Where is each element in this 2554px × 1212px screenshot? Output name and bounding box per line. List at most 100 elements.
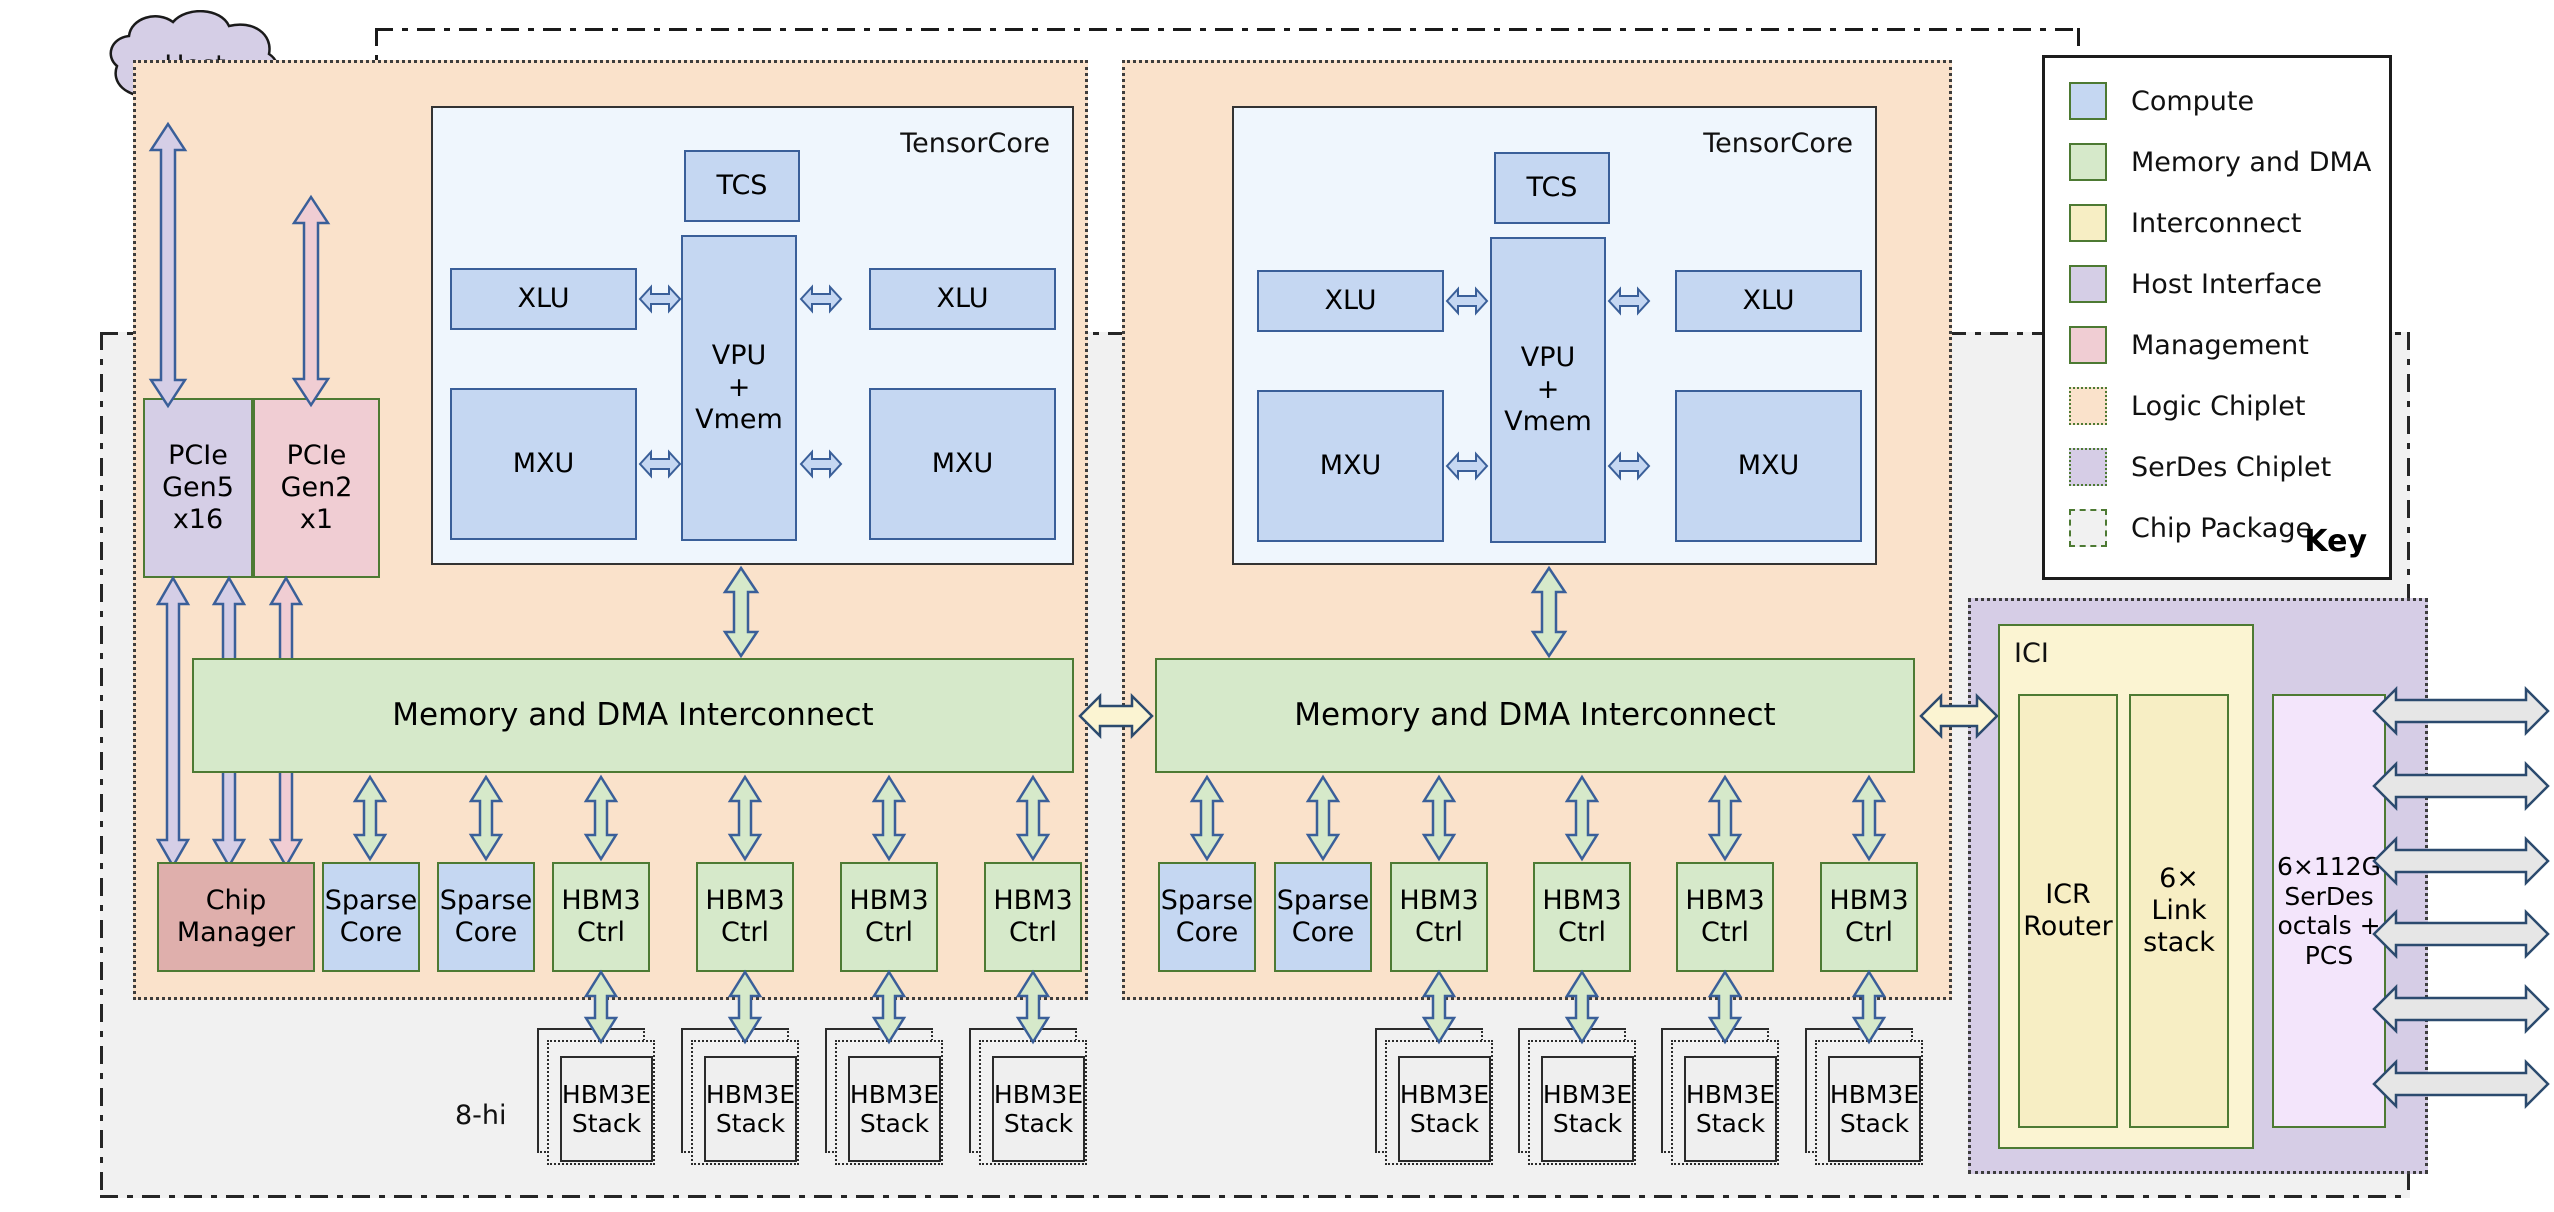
key-label-memory-and-dma: Memory and DMA [2131, 146, 2372, 178]
key-swatch-logic-chiplet [2069, 387, 2107, 425]
memory-dma-interconnect-left-label: Memory and DMA Interconnect [392, 697, 874, 734]
hbm3-ctrl-r4-line-1: HBM3 [1829, 885, 1909, 917]
hbm3-ctrl-l3-line-1: HBM3 [849, 885, 929, 917]
hbm3e-l4-line-2: Stack [1003, 1109, 1074, 1138]
arrow-interconnect-hbmctrl-r4 [1851, 774, 1887, 862]
tensorcore-left-title: TensorCore [900, 128, 1050, 159]
hbm3e-r3-line-1: HBM3E [1685, 1079, 1776, 1109]
key-label-compute: Compute [2131, 85, 2255, 117]
hbm3e-stack-group-right-2: HBM3E Stack [1518, 1028, 1646, 1173]
arrow-hbmctrl-stack-l3 [871, 969, 907, 1045]
vpu-line-3: Vmem [695, 403, 783, 435]
ici-external-link-4 [2372, 908, 2550, 960]
arrow-interconnect-hbmctrl-r3 [1707, 774, 1743, 862]
hbm3-ctrl-l4-line-1: HBM3 [993, 885, 1073, 917]
hbm3e-r4-line-2: Stack [1839, 1109, 1910, 1138]
hbm3e-stack-group-right-1: HBM3E Stack [1375, 1028, 1503, 1173]
arrow-xlu1-vpu-left [638, 281, 682, 317]
hbm3-ctrl-right-2: HBM3 Ctrl [1533, 862, 1631, 972]
arrow-pcie5-down-a [155, 575, 191, 869]
hbm3e-r1-line-1: HBM3E [1399, 1079, 1490, 1109]
icr-router-line-2: Router [2023, 911, 2113, 942]
vpu-right-line-3: Vmem [1504, 405, 1592, 437]
vpu-right-line-1: VPU [1520, 342, 1576, 374]
arrow-interconnect-sparse-r1 [1189, 774, 1225, 862]
sparse-core-r2-line-1: Sparse [1276, 885, 1370, 917]
hbm3e-l2-line-1: HBM3E [705, 1079, 796, 1109]
hbm3e-stack-group-left-1: HBM3E Stack [537, 1028, 665, 1173]
link-stack-line-2: Link [2151, 895, 2207, 927]
arrow-interconnect-hbmctrl-r2 [1564, 774, 1600, 862]
key-legend: Compute Memory and DMA Interconnect Host… [2042, 55, 2392, 580]
tensorcore-right-title: TensorCore [1703, 128, 1853, 159]
mxu-left-1: MXU [450, 388, 637, 540]
key-label-serdes-chiplet: SerDes Chiplet [2131, 451, 2332, 483]
arrow-vpu-mxu2-right [1607, 448, 1651, 484]
arrow-vpu-xlu2-left [799, 281, 843, 317]
hbm3e-l1-line-1: HBM3E [561, 1079, 652, 1109]
hbm3e-r1-line-2: Stack [1409, 1109, 1480, 1138]
sparse-core-right-2: Sparse Core [1274, 862, 1372, 972]
hbm3-ctrl-l2-line-1: HBM3 [705, 885, 785, 917]
key-label-host-interface: Host Interface [2131, 268, 2322, 300]
hbm3-ctrl-left-2: HBM3 Ctrl [696, 862, 794, 972]
arrow-vpu-xlu2-right [1607, 283, 1651, 319]
hbm3-ctrl-r2-line-2: Ctrl [1557, 917, 1607, 948]
arrow-interconnect-sparse-r2 [1305, 774, 1341, 862]
arrow-hbmctrl-stack-l2 [727, 969, 763, 1045]
hbm3-ctrl-l1-line-2: Ctrl [576, 917, 626, 948]
arrow-hbmctrl-stack-r3 [1707, 969, 1743, 1045]
chip-manager-line-2: Manager [176, 917, 296, 948]
hbm3e-stack-group-left-3: HBM3E Stack [825, 1028, 953, 1173]
arrow-mxu1-vpu-left [638, 446, 682, 482]
key-item-interconnect: Interconnect [2069, 204, 2301, 242]
xlu-right-1: XLU [1257, 270, 1444, 332]
key-item-serdes-chiplet: SerDes Chiplet [2069, 448, 2331, 486]
mxu-left-2: MXU [869, 388, 1056, 540]
vpu-vmem-right: VPU + Vmem [1490, 237, 1606, 543]
memory-dma-interconnect-right: Memory and DMA Interconnect [1155, 658, 1915, 773]
hbm3-ctrl-l1-line-1: HBM3 [561, 885, 641, 917]
key-swatch-memory-and-dma [2069, 143, 2107, 181]
vpu-vmem-left: VPU + Vmem [681, 235, 797, 541]
vpu-line-2: + [727, 372, 751, 404]
memory-dma-interconnect-right-label: Memory and DMA Interconnect [1294, 697, 1776, 734]
hbm3-ctrl-r3-line-1: HBM3 [1685, 885, 1765, 917]
hbm3-ctrl-l2-line-2: Ctrl [720, 917, 770, 948]
vpu-right-line-2: + [1536, 374, 1560, 406]
arrow-interconnect-hbmctrl-l2 [727, 774, 763, 862]
chip-manager-line-1: Chip [205, 885, 267, 917]
key-item-compute: Compute [2069, 82, 2254, 120]
link-stack-block: 6× Link stack [2129, 694, 2229, 1128]
key-swatch-compute [2069, 82, 2107, 120]
memory-dma-interconnect-left: Memory and DMA Interconnect [192, 658, 1074, 773]
hbm3e-stack-group-right-3: HBM3E Stack [1661, 1028, 1789, 1173]
sparse-core-l1-line-2: Core [339, 917, 403, 948]
sparse-core-r1-line-1: Sparse [1160, 885, 1254, 917]
hbm3e-l2-line-2: Stack [715, 1109, 786, 1138]
hbm3-ctrl-left-4: HBM3 Ctrl [984, 862, 1082, 972]
arrow-hbmctrl-stack-r1 [1421, 969, 1457, 1045]
key-label-management: Management [2131, 329, 2309, 361]
sparse-core-l1-line-1: Sparse [324, 885, 418, 917]
xlu-right-2: XLU [1675, 270, 1862, 332]
chip-manager-block: Chip Manager [157, 862, 315, 972]
pcie-gen5-line-2: Gen5 [162, 472, 234, 504]
pcie-gen5-line-1: PCIe [168, 440, 228, 472]
arrow-interconnect-hbmctrl-r1 [1421, 774, 1457, 862]
arrow-mxu1-vpu-right [1445, 448, 1489, 484]
sparse-core-right-1: Sparse Core [1158, 862, 1256, 972]
serdes-line-1: 6×112G [2277, 852, 2381, 881]
arrow-interconnect-sparse-l2 [468, 774, 504, 862]
sparse-core-l2-line-2: Core [454, 917, 518, 948]
hbm3-ctrl-right-3: HBM3 Ctrl [1676, 862, 1774, 972]
arrow-interconnect-sparse-l1 [352, 774, 388, 862]
sparse-core-left-2: Sparse Core [437, 862, 535, 972]
hbm3e-l4-line-1: HBM3E [993, 1079, 1084, 1109]
arrow-interconnect-hbmctrl-l1 [583, 774, 619, 862]
pcie-gen5-block: PCIe Gen5 x16 [143, 398, 253, 578]
pcie-gen2-line-3: x1 [299, 503, 334, 535]
hbm3-ctrl-r4-line-2: Ctrl [1844, 917, 1894, 948]
ici-external-link-3 [2372, 835, 2550, 887]
